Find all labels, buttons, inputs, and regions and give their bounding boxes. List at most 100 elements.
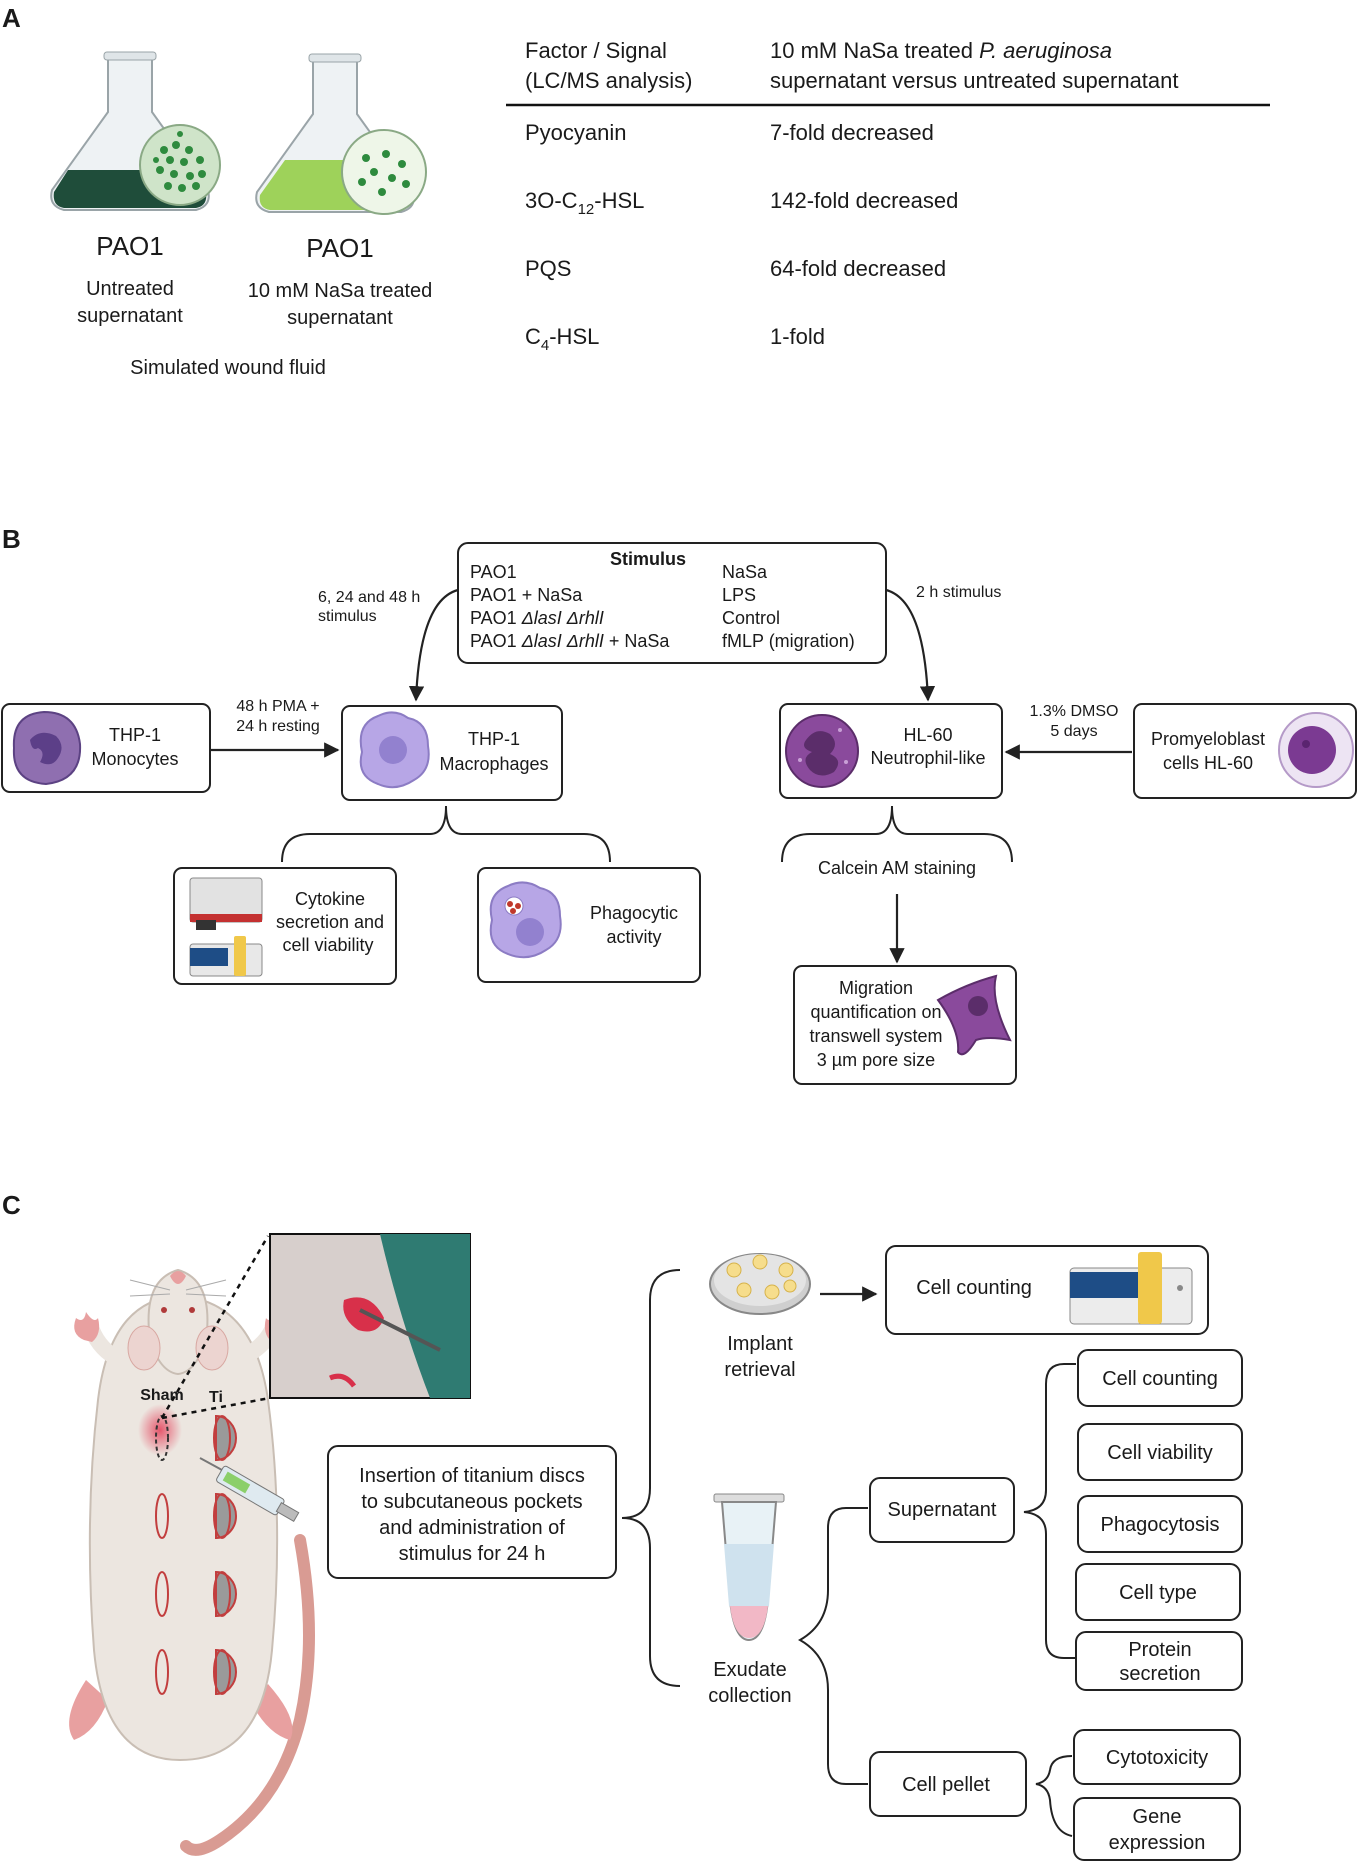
rat-illustration bbox=[69, 1268, 315, 1856]
thp1-macro-text-1: THP-1 bbox=[468, 729, 520, 749]
table-col1-header-1: Factor / Signal bbox=[525, 38, 667, 63]
table-row-value: 7-fold decreased bbox=[770, 120, 934, 145]
cell-pellet-text: Cell pellet bbox=[902, 1774, 990, 1796]
insertion-text-4: stimulus for 24 h bbox=[399, 1543, 546, 1565]
table-row-factor: Pyocyanin bbox=[525, 120, 627, 145]
thp1-mono-text-2: Monocytes bbox=[91, 749, 178, 769]
migrating-neutrophil-icon bbox=[936, 974, 1012, 1056]
bracket-hl60 bbox=[781, 805, 1013, 863]
outcome-text: Protein bbox=[1128, 1639, 1191, 1661]
migration-text-4: 3 µm pore size bbox=[817, 1050, 935, 1070]
pma-label-2: 24 h resting bbox=[236, 718, 320, 735]
calcein-label: Calcein AM staining bbox=[818, 858, 976, 878]
stimulus-title: Stimulus bbox=[610, 549, 686, 569]
table-row-value: 142-fold decreased bbox=[770, 188, 958, 213]
flask-untreated-icon bbox=[50, 51, 221, 211]
cell-counter-icon bbox=[189, 936, 263, 977]
arrow-stimulus-to-hl60 bbox=[885, 588, 936, 702]
surgery-photo bbox=[269, 1233, 471, 1399]
stimulus-item: fMLP (migration) bbox=[722, 631, 855, 651]
flask-treated-icon bbox=[255, 53, 427, 215]
bacteria-dots-sparse bbox=[358, 150, 410, 196]
insertion-text-1: Insertion of titanium discs bbox=[359, 1465, 585, 1487]
outcome-box bbox=[1073, 1729, 1241, 1785]
stimulus-item: PAO1 bbox=[470, 562, 517, 582]
hl60-text-2: Neutrophil-like bbox=[870, 748, 985, 768]
brace-main bbox=[621, 1269, 681, 1687]
outcome-box bbox=[1077, 1423, 1243, 1481]
outcome-text: Cell counting bbox=[1102, 1368, 1218, 1390]
outcome-box bbox=[1075, 1631, 1243, 1691]
table-col1-header-2: (LC/MS analysis) bbox=[525, 68, 692, 93]
insertion-box bbox=[327, 1445, 617, 1579]
outcome-box bbox=[1075, 1563, 1241, 1621]
exudate-text-1: Exudate bbox=[713, 1659, 786, 1681]
right-arrow-label: 2 h stimulus bbox=[916, 584, 1001, 601]
table-row-factor: PQS bbox=[525, 256, 571, 281]
hl60-text-1: HL-60 bbox=[903, 725, 952, 745]
outcome-text: Cell type bbox=[1119, 1582, 1197, 1604]
flask1-label: PAO1 bbox=[96, 231, 163, 261]
stimulus-item: LPS bbox=[722, 585, 756, 605]
brace-pellet bbox=[1035, 1755, 1073, 1837]
pellet-outcomes: Cytotoxicity Gene expression bbox=[1073, 1729, 1241, 1861]
monocyte-cell-icon bbox=[12, 710, 82, 786]
stimulus-item: PAO1 ΔlasI ΔrhlI bbox=[470, 608, 604, 628]
implant-text-1: Implant bbox=[727, 1333, 793, 1355]
simulated-wound-fluid: Simulated wound fluid bbox=[130, 357, 326, 379]
brace-exudate bbox=[797, 1507, 868, 1785]
bracket-macrophages bbox=[281, 805, 611, 863]
panel-b-label: B bbox=[2, 524, 21, 554]
implant-text-2: retrieval bbox=[724, 1359, 795, 1381]
flask1-desc-2: supernatant bbox=[77, 305, 183, 327]
cytokine-text-2: secretion and bbox=[276, 912, 384, 932]
insertion-text-2: to subcutaneous pockets bbox=[361, 1491, 582, 1513]
migration-text-2: quantification on bbox=[810, 1002, 941, 1022]
outcome-text: expression bbox=[1109, 1832, 1206, 1854]
left-arrow-label-1: 6, 24 and 48 h bbox=[318, 589, 420, 606]
cell-counting-top-text: Cell counting bbox=[916, 1277, 1032, 1299]
supernatant-outcomes: Cell counting Cell viability Phagocytosi… bbox=[1075, 1349, 1243, 1691]
left-arrow-label-2: stimulus bbox=[318, 608, 377, 625]
zoom-line bbox=[161, 1396, 271, 1420]
macrophage-cell-icon bbox=[359, 711, 430, 789]
table-row-value: 1-fold bbox=[770, 324, 825, 349]
thp1-macro-text-2: Macrophages bbox=[439, 754, 548, 774]
table-col2-header-1: 10 mM NaSa treated P. aeruginosa bbox=[770, 38, 1112, 63]
migration-text-3: transwell system bbox=[809, 1026, 942, 1046]
promyeloblast-cell-icon bbox=[1278, 712, 1354, 788]
outcome-text: Cell viability bbox=[1107, 1442, 1213, 1464]
eppendorf-tube-icon bbox=[713, 1493, 785, 1642]
outcome-text: Gene bbox=[1133, 1806, 1182, 1828]
outcome-text: secretion bbox=[1119, 1663, 1200, 1685]
cell-counter-icon bbox=[1069, 1252, 1193, 1325]
phago-text-1: Phagocytic bbox=[590, 903, 678, 923]
brace-supernatant bbox=[1023, 1363, 1076, 1659]
table-row-factor: C4-HSL bbox=[525, 324, 599, 354]
stimulus-item: PAO1 + NaSa bbox=[470, 585, 583, 605]
table-col2-header-2: supernatant versus untreated supernatant bbox=[770, 68, 1179, 93]
promyelo-text-2: cells HL-60 bbox=[1163, 753, 1253, 773]
stimulus-item: Control bbox=[722, 608, 780, 628]
cytokine-text-3: cell viability bbox=[282, 935, 373, 955]
insertion-text-3: and administration of bbox=[379, 1517, 565, 1539]
lcms-table: Factor / Signal (LC/MS analysis) 10 mM N… bbox=[506, 38, 1270, 354]
flask2-desc-1: 10 mM NaSa treated bbox=[248, 280, 433, 302]
cytokine-text-1: Cytokine bbox=[295, 889, 365, 909]
outcome-text: Cytotoxicity bbox=[1106, 1747, 1208, 1769]
outcome-text: Phagocytosis bbox=[1101, 1514, 1220, 1536]
exudate-text-2: collection bbox=[708, 1685, 791, 1707]
stimulus-item: NaSa bbox=[722, 562, 768, 582]
bacteria-dots bbox=[153, 131, 206, 192]
flask1-desc-1: Untreated bbox=[86, 278, 174, 300]
dmso-label-1: 1.3% DMSO bbox=[1030, 703, 1119, 720]
neutrophil-cell-icon bbox=[785, 714, 859, 788]
arrow-stimulus-to-macrophages bbox=[408, 588, 459, 702]
syringe-icon bbox=[199, 1457, 300, 1523]
phagocyte-cell-icon bbox=[489, 881, 562, 959]
migration-text-1: Migration bbox=[839, 978, 913, 998]
panel-c-label: C bbox=[2, 1190, 21, 1220]
flask2-label: PAO1 bbox=[306, 233, 373, 263]
dmso-label-2: 5 days bbox=[1050, 723, 1097, 740]
